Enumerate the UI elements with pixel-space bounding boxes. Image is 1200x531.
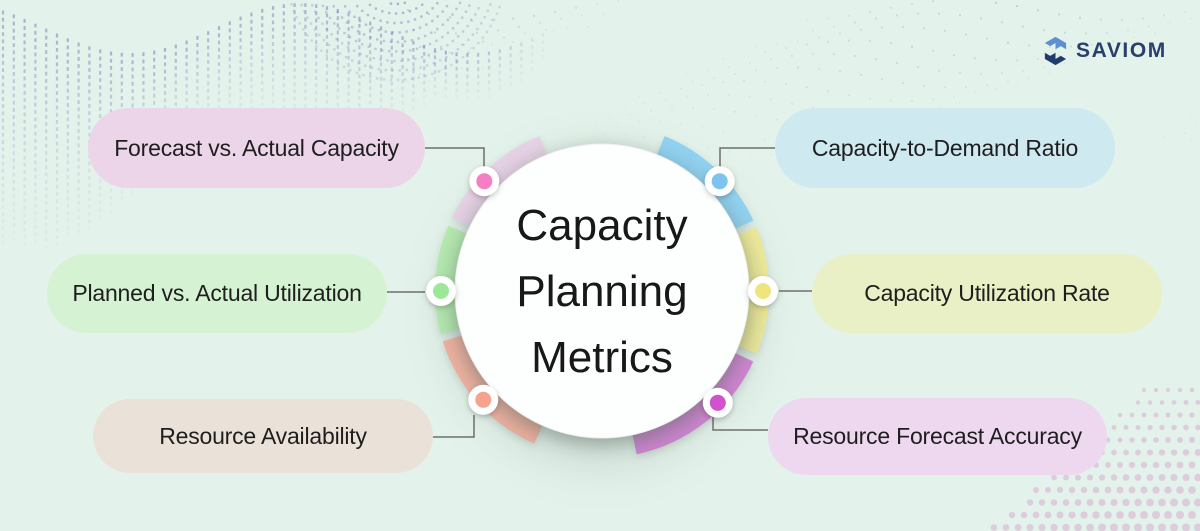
node-dot-ring-4 [748,276,778,306]
saviom-logo-text: SAVIOM [1076,39,1167,62]
hub-title: Capacity Planning Metrics [452,201,752,382]
connector-line-5 [712,416,768,431]
node-dot-ring-5 [702,387,733,418]
hub-title-line: Planning [516,267,688,316]
saviom-logo: SAVIOM [1044,36,1167,66]
metric-label: Resource Forecast Accuracy [793,423,1082,449]
node-dot-4 [755,283,771,299]
saviom-s-hexagon-icon [1044,36,1067,66]
connector-line-0 [425,147,485,167]
connector-line-3 [719,147,775,167]
metric-pill-capacity-utilization-rate: Capacity Utilization Rate [812,254,1162,333]
node-dot-ring-3 [704,166,735,197]
metric-pill-capacity-to-demand-ratio: Capacity-to-Demand Ratio [775,108,1115,188]
metric-label: Capacity Utilization Rate [864,280,1110,306]
node-dot-3 [711,173,728,190]
metric-pill-planned-vs-actual-utilization: Planned vs. Actual Utilization [47,254,387,333]
hub-title-line: Capacity [516,201,688,250]
metric-label: Forecast vs. Actual Capacity [114,134,399,161]
node-dot-ring-2 [468,384,499,415]
hub-title-line: Metrics [531,333,673,382]
metric-pill-resource-availability: Resource Availability [93,399,433,473]
node-dot-5 [709,394,726,411]
metric-label: Planned vs. Actual Utilization [72,280,362,306]
node-dot-ring-0 [469,166,500,197]
metric-pill-forecast-vs-actual-capacity: Forecast vs. Actual Capacity [88,108,425,188]
node-dot-1 [433,283,449,299]
metric-label: Capacity-to-Demand Ratio [811,134,1079,161]
metric-label: Resource Availability [159,422,367,449]
metric-pill-resource-forecast-accuracy: Resource Forecast Accuracy [768,398,1107,475]
node-dot-0 [476,173,493,190]
connector-line-2 [433,415,475,438]
node-dot-2 [475,391,492,408]
